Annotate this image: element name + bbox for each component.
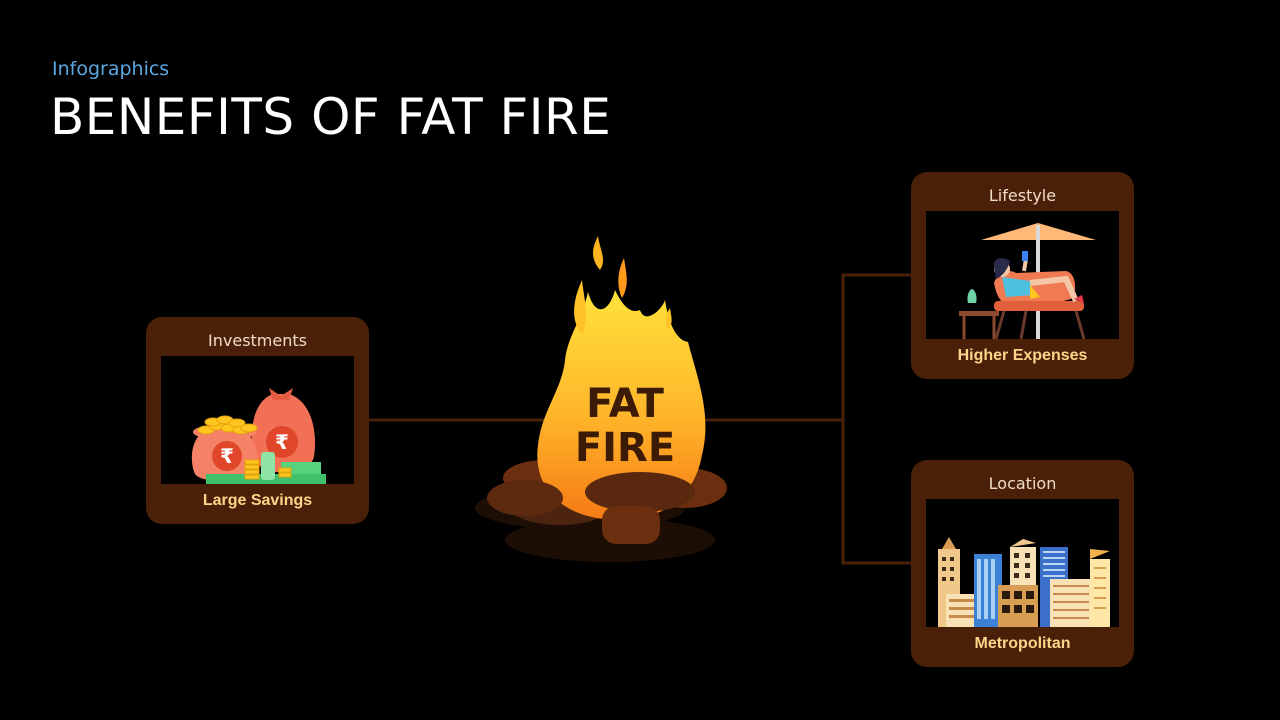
connector-bracket — [841, 273, 912, 565]
svg-text:₹: ₹ — [275, 430, 289, 454]
fire-label-line1: FAT — [586, 381, 664, 427]
slide-subtitle: Infographics — [52, 58, 170, 80]
slide-title: BENEFITS OF FAT FIRE — [50, 88, 612, 146]
card-lifestyle-caption: Higher Expenses — [957, 347, 1088, 364]
card-location-image — [926, 499, 1119, 627]
lounging-woman-icon — [959, 223, 1096, 339]
card-location: Location Metro — [911, 460, 1134, 667]
card-location-label: Location — [988, 474, 1057, 493]
city-skyline-icon — [938, 537, 1110, 627]
fire-label-line2: FIRE — [574, 425, 676, 471]
svg-text:₹: ₹ — [220, 444, 234, 468]
card-investments-label: Investments — [208, 331, 307, 350]
card-lifestyle: Lifestyle Higher Expenses — [911, 172, 1134, 379]
card-lifestyle-image — [926, 211, 1119, 339]
card-investments: Investments ₹ ₹ — [146, 317, 369, 524]
campfire-icon — [475, 236, 727, 562]
card-investments-image: ₹ ₹ — [161, 356, 354, 484]
money-bags-icon: ₹ ₹ — [191, 388, 326, 484]
card-location-caption: Metropolitan — [974, 635, 1071, 652]
card-investments-caption: Large Savings — [202, 492, 313, 509]
card-lifestyle-label: Lifestyle — [988, 186, 1057, 205]
